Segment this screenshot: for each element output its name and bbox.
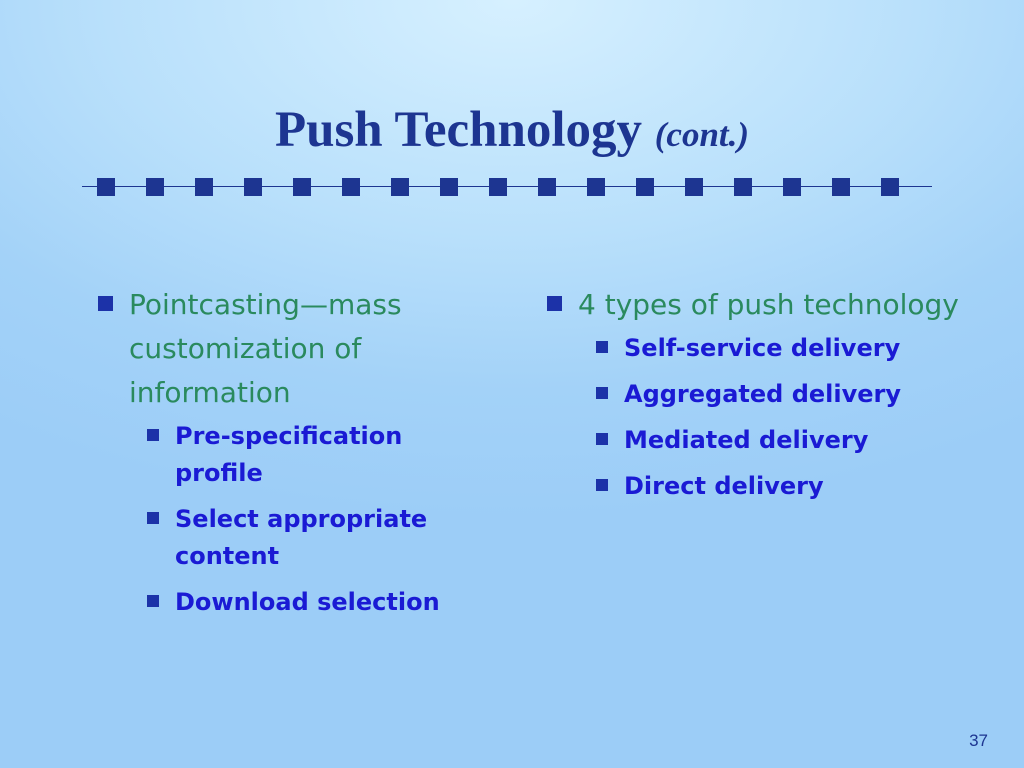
rule-square-icon bbox=[881, 178, 899, 196]
rule-square-icon bbox=[97, 178, 115, 196]
square-bullet-icon bbox=[147, 595, 159, 607]
left-sub-bullet: Select appropriate content bbox=[145, 501, 497, 575]
rule-square-icon bbox=[685, 178, 703, 196]
left-sub-text: Download selection bbox=[175, 588, 440, 616]
right-sub-text: Mediated delivery bbox=[624, 426, 869, 454]
square-bullet-icon bbox=[147, 429, 159, 441]
square-bullet-icon bbox=[596, 387, 608, 399]
rule-square-icon bbox=[636, 178, 654, 196]
right-sub-bullet: Aggregated delivery bbox=[594, 376, 966, 413]
square-bullet-icon bbox=[147, 512, 159, 524]
square-bullet-icon bbox=[596, 341, 608, 353]
left-main-bullet: Pointcasting—mass customization of infor… bbox=[97, 283, 497, 415]
left-sub-bullet: Download selection bbox=[145, 584, 497, 621]
rule-square-icon bbox=[244, 178, 262, 196]
right-sub-text: Aggregated delivery bbox=[624, 380, 902, 408]
rule-square-icon bbox=[783, 178, 801, 196]
rule-square-icon bbox=[391, 178, 409, 196]
square-bullet-icon bbox=[596, 479, 608, 491]
rule-square-icon bbox=[538, 178, 556, 196]
right-sub-text: Self-service delivery bbox=[624, 334, 901, 362]
title-suffix: (cont.) bbox=[654, 115, 750, 154]
right-sub-bullet: Mediated delivery bbox=[594, 422, 966, 459]
left-main-text: Pointcasting—mass customization of infor… bbox=[129, 288, 402, 409]
rule-square-icon bbox=[342, 178, 360, 196]
rule-square-icon bbox=[587, 178, 605, 196]
square-bullet-icon bbox=[596, 433, 608, 445]
rule-square-icon bbox=[489, 178, 507, 196]
left-sub-text: Pre-specification profile bbox=[175, 422, 403, 487]
rule-square-icon bbox=[440, 178, 458, 196]
rule-square-icon bbox=[195, 178, 213, 196]
right-column: 4 types of push technology Self-service … bbox=[546, 283, 966, 505]
left-sub-bullet: Pre-specification profile bbox=[145, 418, 497, 492]
rule-square-icon bbox=[832, 178, 850, 196]
right-main-text: 4 types of push technology bbox=[578, 288, 959, 321]
slide-title: Push Technology (cont.) bbox=[0, 102, 1024, 158]
square-bullet-icon bbox=[547, 296, 562, 311]
page-number: 37 bbox=[969, 731, 988, 750]
title-main: Push Technology bbox=[274, 102, 642, 158]
right-sub-bullet: Self-service delivery bbox=[594, 330, 966, 367]
right-sub-bullet: Direct delivery bbox=[594, 468, 966, 505]
left-sub-text: Select appropriate content bbox=[175, 505, 428, 570]
title-rule bbox=[82, 186, 932, 187]
square-bullet-icon bbox=[98, 296, 113, 311]
title-rule-squares bbox=[0, 178, 1024, 196]
left-column: Pointcasting—mass customization of infor… bbox=[97, 283, 497, 621]
right-main-bullet: 4 types of push technology bbox=[546, 283, 966, 327]
rule-square-icon bbox=[293, 178, 311, 196]
rule-square-icon bbox=[146, 178, 164, 196]
right-sub-text: Direct delivery bbox=[624, 472, 824, 500]
rule-square-icon bbox=[734, 178, 752, 196]
